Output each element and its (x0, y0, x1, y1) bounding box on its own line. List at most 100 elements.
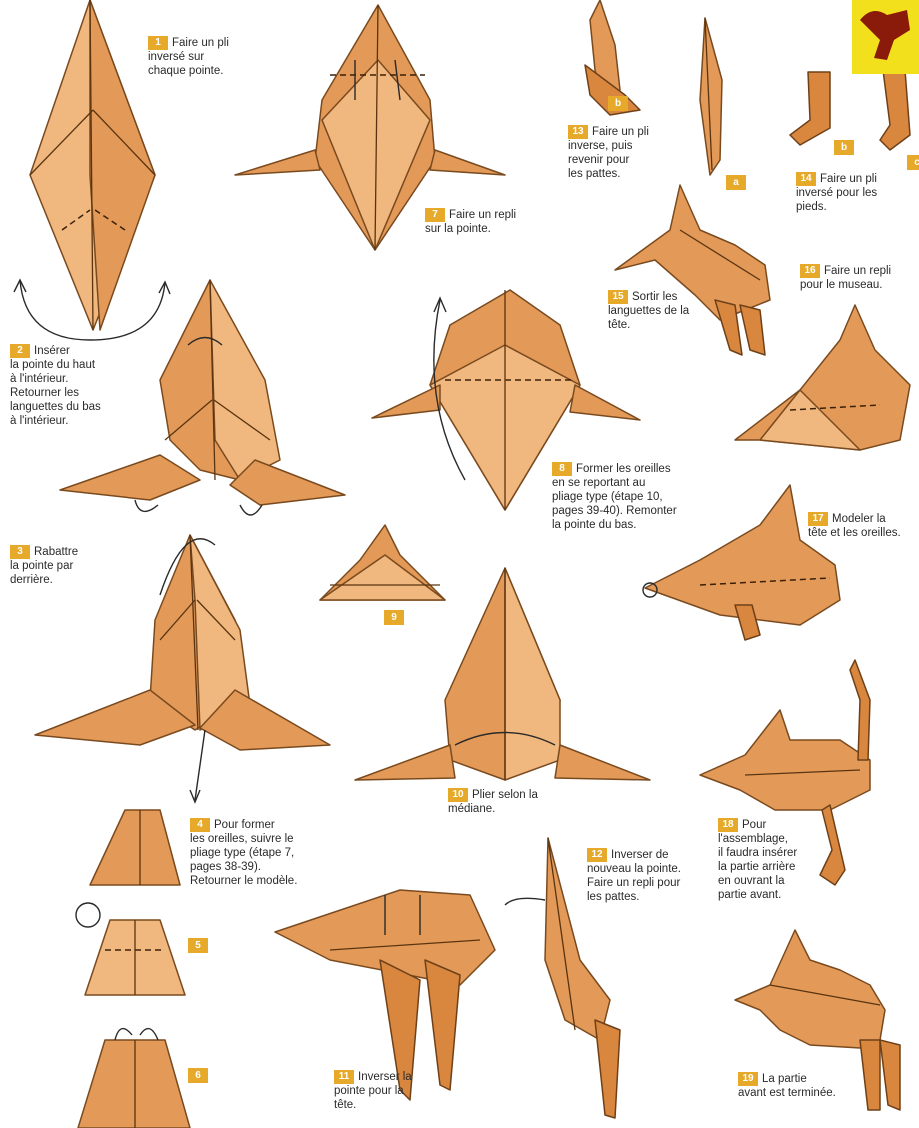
step-7-line-1: Faire un repli (449, 209, 516, 221)
step-4-line-5: Retourner le modèle. (190, 874, 297, 888)
step-12-line-4: les pattes. (587, 890, 681, 904)
step-19-line-2: avant est terminée. (738, 1086, 836, 1100)
step-17-line-2: tête et les oreilles. (808, 526, 901, 540)
step-16-line-2: pour le museau. (800, 278, 891, 292)
diagram-step-5 (76, 903, 185, 995)
step-12-line-3: Faire un repli pour (587, 876, 681, 890)
step-8-line-5: la pointe du bas. (552, 518, 677, 532)
step-2-badge: 2 (10, 344, 30, 358)
step-13-line-3: revenir pour (568, 153, 649, 167)
step-8-line-3: pliage type (étape 10, (552, 490, 677, 504)
step-19-badge: 19 (738, 1072, 758, 1086)
step-14-line-2: inversé pour les (796, 186, 877, 200)
step-13-line-4: les pattes. (568, 167, 649, 181)
step-1-badge: 1 (148, 36, 168, 50)
step-3-line-1: Rabattre (34, 546, 78, 558)
step-18-instruction: 18 Pour l'assemblage, il faudra insérer l… (718, 818, 797, 902)
diagram-step-3 (35, 535, 330, 802)
step-11-badge: 11 (334, 1070, 354, 1084)
step-2-line-1: Insérer (34, 345, 70, 357)
step-16-instruction: 16 Faire un repli pour le museau. (800, 264, 891, 292)
step-4-line-4: pages 38-39). (190, 860, 297, 874)
step-2-line-5: languettes du bas (10, 400, 101, 414)
step-18-line-3: il faudra insérer (718, 846, 797, 860)
step-11-instruction: 11 Inverser la pointe pour la tête. (334, 1070, 412, 1112)
step-7-line-2: sur la pointe. (425, 222, 516, 236)
step-5-badge: 5 (188, 938, 208, 953)
step-15-line-1: Sortir les (632, 291, 677, 303)
step-13-badge: 13 (568, 125, 588, 139)
diagram-step-1 (14, 0, 170, 340)
step-10-line-2: médiane. (448, 802, 538, 816)
step-4-line-1: Pour former (214, 819, 275, 831)
step-14-sub-b-badge: b (834, 140, 854, 155)
step-3-line-2: la pointe par (10, 559, 78, 573)
step-4-badge: 4 (190, 818, 210, 832)
step-8-line-1: Former les oreilles (576, 463, 671, 475)
step-15-line-2: languettes de la (608, 304, 689, 318)
step-12-instruction: 12 Inverser de nouveau la pointe. Faire u… (587, 848, 681, 904)
step-15-badge: 15 (608, 290, 628, 304)
step-7-badge: 7 (425, 208, 445, 222)
kangaroo-silhouette-icon (852, 0, 919, 74)
step-14-badge: 14 (796, 172, 816, 186)
step-1-line-1: Faire un pli (172, 37, 229, 49)
step-1-line-3: chaque pointe. (148, 64, 229, 78)
step-3-badge: 3 (10, 545, 30, 559)
step-13-sub-b-badge: b (608, 96, 628, 111)
step-1-line-2: inversé sur (148, 50, 229, 64)
step-6-badge: 6 (188, 1068, 208, 1083)
step-12-badge: 12 (587, 848, 607, 862)
step-13-line-1: Faire un pli (592, 126, 649, 138)
step-2-line-4: Retourner les (10, 386, 101, 400)
diagram-step-6 (78, 1029, 190, 1128)
step-14-instruction: 14Faire un pli inversé pour les pieds. (796, 172, 877, 214)
step-17-instruction: 17 Modeler la tête et les oreilles. (808, 512, 901, 540)
step-14-line-1: Faire un pli (820, 173, 877, 185)
step-15-line-3: tête. (608, 318, 689, 332)
step-4-line-3: pliage type (étape 7, (190, 846, 297, 860)
step-11-line-2: pointe pour la (334, 1084, 412, 1098)
diagram-step-4 (90, 810, 180, 885)
step-10-badge: 10 (448, 788, 468, 802)
step-16-line-1: Faire un repli (824, 265, 891, 277)
step-4-line-2: les oreilles, suivre le (190, 832, 297, 846)
step-18-line-4: la partie arrière (718, 860, 797, 874)
step-18-line-6: partie avant. (718, 888, 797, 902)
step-12-line-1: Inverser de (611, 849, 669, 861)
step-16-badge: 16 (800, 264, 820, 278)
step-18-line-2: l'assemblage, (718, 832, 797, 846)
step-18-line-5: en ouvrant la (718, 874, 797, 888)
step-18-line-1: Pour (742, 819, 766, 831)
step-13-line-2: inverse, puis (568, 139, 649, 153)
step-17-line-1: Modeler la (832, 513, 886, 525)
step-19-line-1: La partie (762, 1073, 807, 1085)
step-18-badge: 18 (718, 818, 738, 832)
step-9-badge: 9 (384, 610, 404, 625)
step-12-line-2: nouveau la pointe. (587, 862, 681, 876)
step-4-instruction: 4 Pour former les oreilles, suivre le pli… (190, 818, 297, 888)
step-15-instruction: 15 Sortir les languettes de la tête. (608, 290, 689, 332)
step-19-instruction: 19 La partie avant est terminée. (738, 1072, 836, 1100)
step-2-line-3: à l'intérieur. (10, 372, 101, 386)
step-11-line-3: tête. (334, 1098, 412, 1112)
preview-thumbnail (852, 0, 919, 74)
step-8-line-4: pages 39-40). Remonter (552, 504, 677, 518)
diagram-step-9 (320, 525, 445, 600)
step-3-line-3: derrière. (10, 573, 78, 587)
step-13-sub-a-badge: a (726, 175, 746, 190)
step-13-instruction: 13 Faire un pli inverse, puis revenir pou… (568, 125, 649, 181)
step-11-line-1: Inverser la (358, 1071, 412, 1083)
step-7-instruction: 7 Faire un repli sur la pointe. (425, 208, 516, 236)
step-17-badge: 17 (808, 512, 828, 526)
step-8-badge: 8 (552, 462, 572, 476)
step-10-instruction: 10 Plier selon la médiane. (448, 788, 538, 816)
step-10-line-1: Plier selon la (472, 789, 538, 801)
step-14-sub-c-badge: c (907, 155, 919, 170)
step-8-line-2: en se reportant au (552, 476, 677, 490)
diagram-step-14 (790, 70, 910, 150)
